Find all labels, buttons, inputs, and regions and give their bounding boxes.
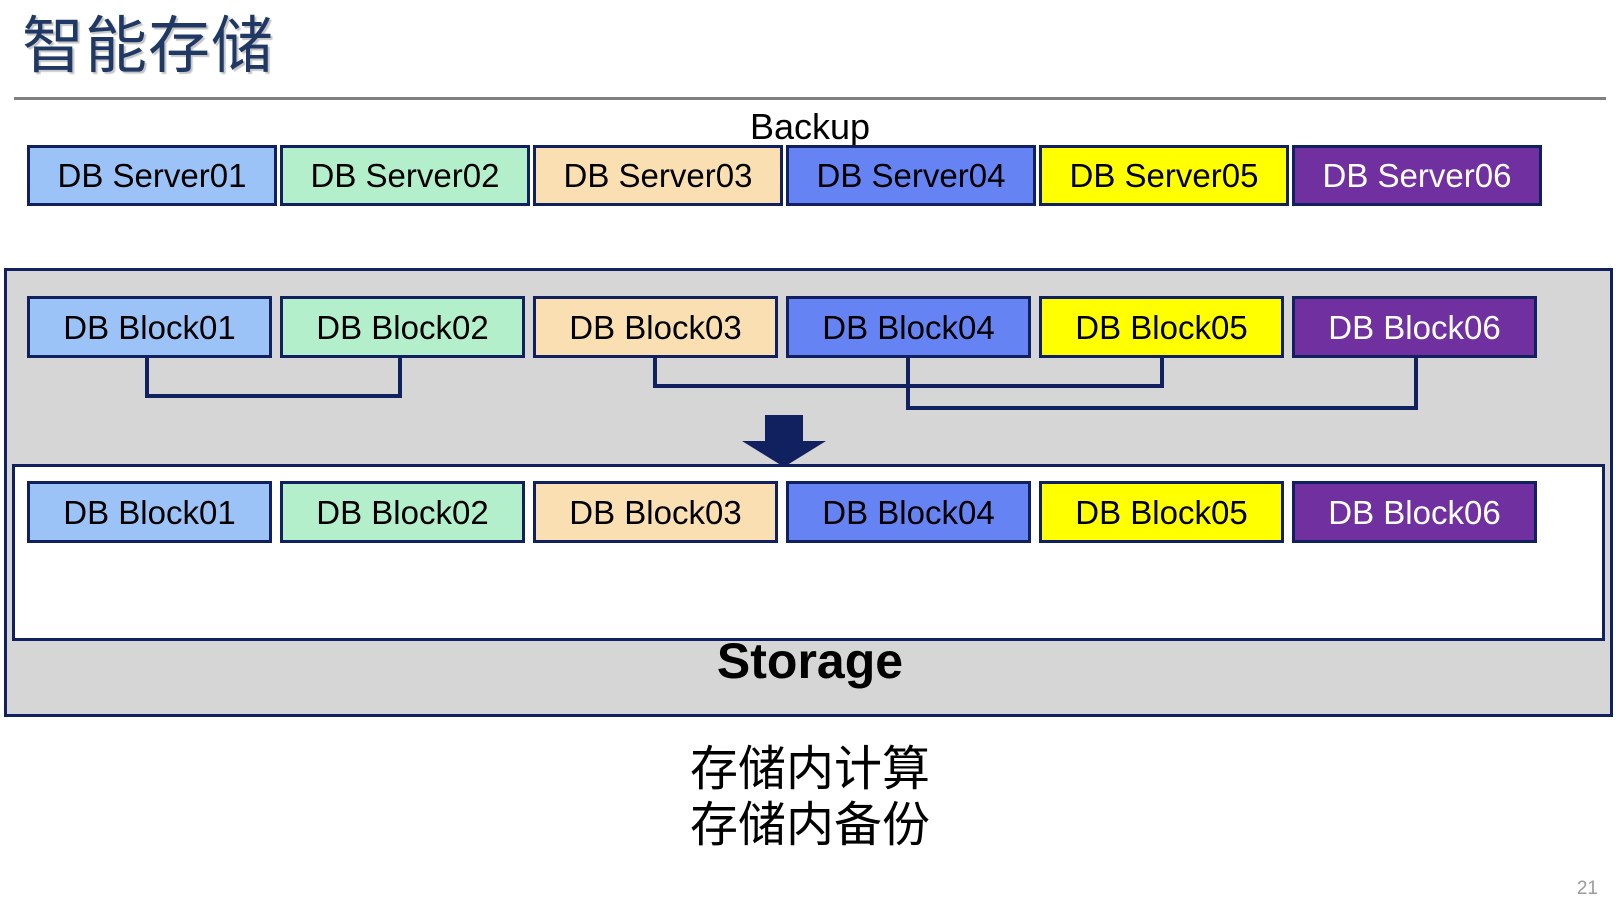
db-server-box-5: DB Server05 <box>1039 145 1289 206</box>
db-server-box-label: DB Server02 <box>310 157 500 194</box>
db-server-box-6: DB Server06 <box>1292 145 1542 206</box>
page-title: 智能存储 <box>22 12 275 81</box>
db-block-primary-3: DB Block03 <box>533 296 778 358</box>
db-server-box-2: DB Server02 <box>280 145 530 206</box>
db-block-primary-label: DB Block02 <box>316 308 489 346</box>
db-server-box-label: DB Server05 <box>1069 157 1259 194</box>
db-block-backup-1: DB Block01 <box>27 481 272 543</box>
db-block-primary-label: DB Block01 <box>63 308 236 346</box>
db-block-backup-label: DB Block03 <box>569 493 742 531</box>
backup-label: Backup <box>749 106 871 147</box>
db-block-primary-2: DB Block02 <box>280 296 525 358</box>
db-block-backup-label: DB Block04 <box>822 493 995 531</box>
connector-block04-block06-leg-1 <box>906 358 910 410</box>
db-server-box-label: DB Server04 <box>816 157 1006 194</box>
db-server-box-label: DB Server03 <box>563 157 753 194</box>
caption-block: 存储内计算存储内备份 <box>0 742 1620 854</box>
db-block-backup-label: DB Block02 <box>316 493 489 531</box>
db-block-backup-label: DB Block06 <box>1328 493 1501 531</box>
db-block-backup-label: DB Block01 <box>63 493 236 531</box>
connector-block04-block06-bar <box>906 406 1418 410</box>
db-block-primary-4: DB Block04 <box>786 296 1031 358</box>
connector-block03-block05-leg-1 <box>653 358 657 388</box>
db-server-box-1: DB Server01 <box>27 145 277 206</box>
db-block-primary-1: DB Block01 <box>27 296 272 358</box>
db-block-primary-label: DB Block03 <box>569 308 742 346</box>
db-block-backup-6: DB Block06 <box>1292 481 1537 543</box>
db-block-primary-label: DB Block04 <box>822 308 995 346</box>
db-block-primary-5: DB Block05 <box>1039 296 1284 358</box>
title-divider <box>14 97 1606 100</box>
connector-block04-block06-leg-2 <box>1414 358 1418 410</box>
db-server-box-label: DB Server06 <box>1322 157 1512 194</box>
db-block-primary-6: DB Block06 <box>1292 296 1537 358</box>
db-block-backup-2: DB Block02 <box>280 481 525 543</box>
db-server-box-3: DB Server03 <box>533 145 783 206</box>
db-server-box-label: DB Server01 <box>57 157 247 194</box>
down-arrow-icon <box>742 415 826 467</box>
connector-block01-block02-leg-2 <box>398 358 402 398</box>
db-block-backup-4: DB Block04 <box>786 481 1031 543</box>
caption-line-1: 存储内计算 <box>689 743 930 796</box>
db-block-primary-label: DB Block06 <box>1328 308 1501 346</box>
connector-block01-block02-bar <box>145 394 402 398</box>
caption-line-2: 存储内备份 <box>689 799 930 852</box>
db-block-backup-label: DB Block05 <box>1075 493 1248 531</box>
db-block-backup-5: DB Block05 <box>1039 481 1284 543</box>
db-block-backup-3: DB Block03 <box>533 481 778 543</box>
db-block-primary-label: DB Block05 <box>1075 308 1248 346</box>
connector-block03-block05-leg-2 <box>1160 358 1164 388</box>
connector-block01-block02-leg-1 <box>145 358 149 398</box>
storage-label: Storage <box>716 633 904 689</box>
page-number: 21 <box>1576 878 1598 899</box>
db-server-box-4: DB Server04 <box>786 145 1036 206</box>
